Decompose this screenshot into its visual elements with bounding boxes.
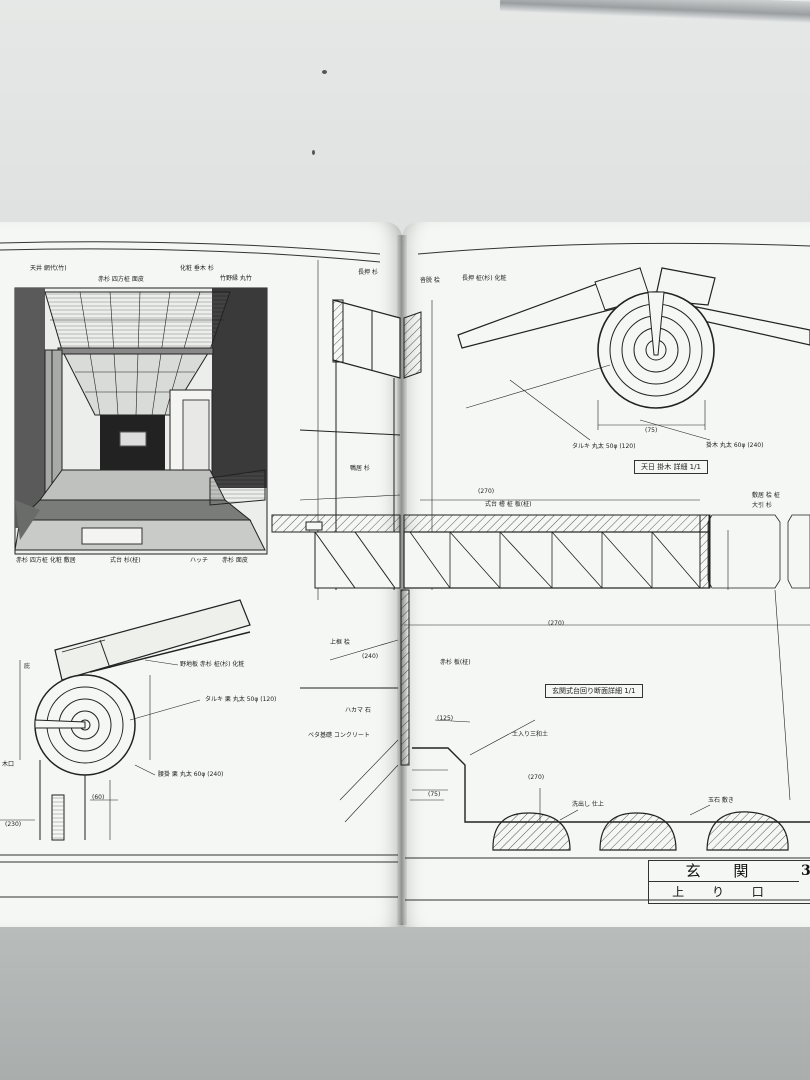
- annotation-label: (270): [478, 488, 495, 495]
- annotation-label: 式台 檜 柾 板(柾): [485, 501, 532, 508]
- annotation-label: 化粧 垂木 杉: [180, 265, 214, 272]
- annotation-label: 長押 杉: [358, 269, 378, 276]
- annotation-label: 天井 網代(竹): [30, 265, 67, 272]
- annotation-label: (240): [362, 653, 379, 660]
- annotation-label: 掛木 丸太 60φ (240): [706, 442, 764, 449]
- detail-title-middle: 玄関式台回り断面詳細 1/1: [545, 684, 643, 698]
- annotation-label: 木口: [2, 761, 15, 768]
- annotation-label: 赤杉 板(柾): [440, 659, 471, 666]
- book-gutter: [397, 235, 407, 925]
- annotation-label: 式台 杉(柾): [110, 557, 141, 564]
- annotation-label: タルキ 丸太 50φ (120): [572, 443, 636, 450]
- annotation-label: (230): [5, 821, 22, 828]
- annotation-label: (75): [645, 427, 658, 434]
- annotation-label: 大引 杉: [752, 502, 772, 509]
- detail-title-upper: 天日 掛木 詳細 1/1: [634, 460, 708, 474]
- left-log-detail: [0, 599, 251, 841]
- annotation-label: (270): [548, 620, 565, 627]
- annotation-label: ベタ基礎 コンクリート: [308, 732, 370, 739]
- annotation-label: 赤杉 四方柾 面皮: [98, 276, 144, 283]
- annotation-label: 野地板 赤杉 柾(杉) 化粧: [180, 661, 245, 668]
- center-section-drawing: [271, 260, 433, 823]
- annotation-label: ハカマ 石: [345, 707, 371, 714]
- annotation-label: 洗出し 仕上: [572, 801, 604, 808]
- annotation-label: (75): [428, 791, 441, 798]
- drawing-title-block: 玄 関 上 り 口 3: [648, 860, 810, 904]
- annotation-label: 長押 柾(杉) 化粧: [462, 275, 507, 282]
- annotation-label: (60): [92, 794, 105, 801]
- annotation-label: ハッチ: [190, 557, 209, 564]
- annotation-label: タルキ 栗 丸太 50φ (120): [205, 696, 277, 703]
- page-border-lines: [0, 241, 810, 901]
- annotation-label: 鴨居 杉: [350, 465, 370, 472]
- annotation-label: 土入り三和土: [512, 731, 549, 738]
- annotation-label: 玉石 敷き: [708, 797, 734, 804]
- annotation-label: (125): [437, 715, 454, 722]
- annotation-label: 竹野縁 丸竹: [220, 275, 252, 282]
- annotation-label: 赤杉 四方柾 化粧 敷居: [16, 557, 76, 564]
- annotation-label: 敷居 桧 柾: [752, 492, 780, 499]
- annotation-label: 腰掛 栗 丸太 60φ (240): [158, 771, 224, 778]
- annotation-label: 赤杉 面皮: [222, 557, 248, 564]
- drawing-subtitle: 上 り 口: [672, 885, 776, 899]
- dust-speck: [312, 150, 315, 155]
- perspective-sketch: [14, 287, 268, 555]
- right-log-detail: [457, 267, 810, 441]
- annotation-label: 沓脱 桧: [420, 277, 440, 284]
- right-section-drawing: [403, 499, 810, 851]
- dust-speck: [322, 70, 327, 74]
- drawing-title: 玄 関: [649, 861, 799, 882]
- annotation-label: (270): [528, 774, 545, 781]
- annotation-label: 上框 桧: [330, 639, 350, 646]
- page-number: 3: [801, 863, 810, 879]
- annotation-label: 庇: [24, 663, 31, 670]
